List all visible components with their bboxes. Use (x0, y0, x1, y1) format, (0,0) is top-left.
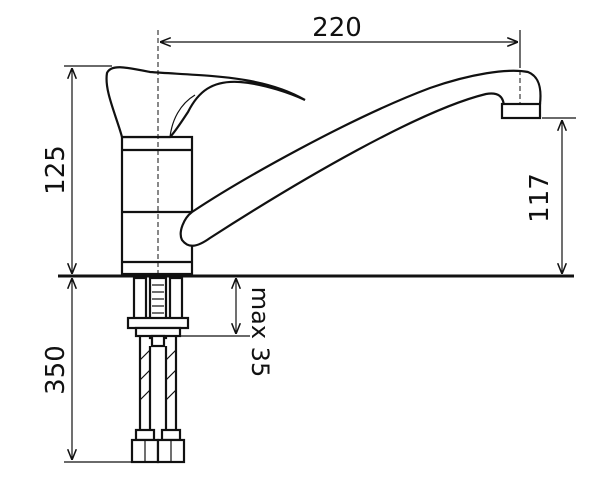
dim-125-label: 125 (41, 145, 71, 195)
faucet-body (120, 135, 194, 276)
dim-hose-length: 350 (41, 278, 134, 463)
dim-body-height: 125 (41, 65, 112, 274)
dim-max35-label: max 35 (246, 287, 274, 377)
supply-hoses (126, 276, 190, 464)
aerator (500, 102, 542, 120)
lever-handle (105, 66, 306, 139)
spout (179, 69, 542, 247)
dim-max-thickness: max 35 (166, 278, 274, 377)
dim-350-label: 350 (41, 345, 71, 395)
dim-117-label: 117 (525, 173, 555, 223)
dim-220-label: 220 (312, 13, 362, 43)
dim-spout-reach: 220 (160, 13, 521, 68)
dim-spout-height: 117 (525, 117, 576, 274)
